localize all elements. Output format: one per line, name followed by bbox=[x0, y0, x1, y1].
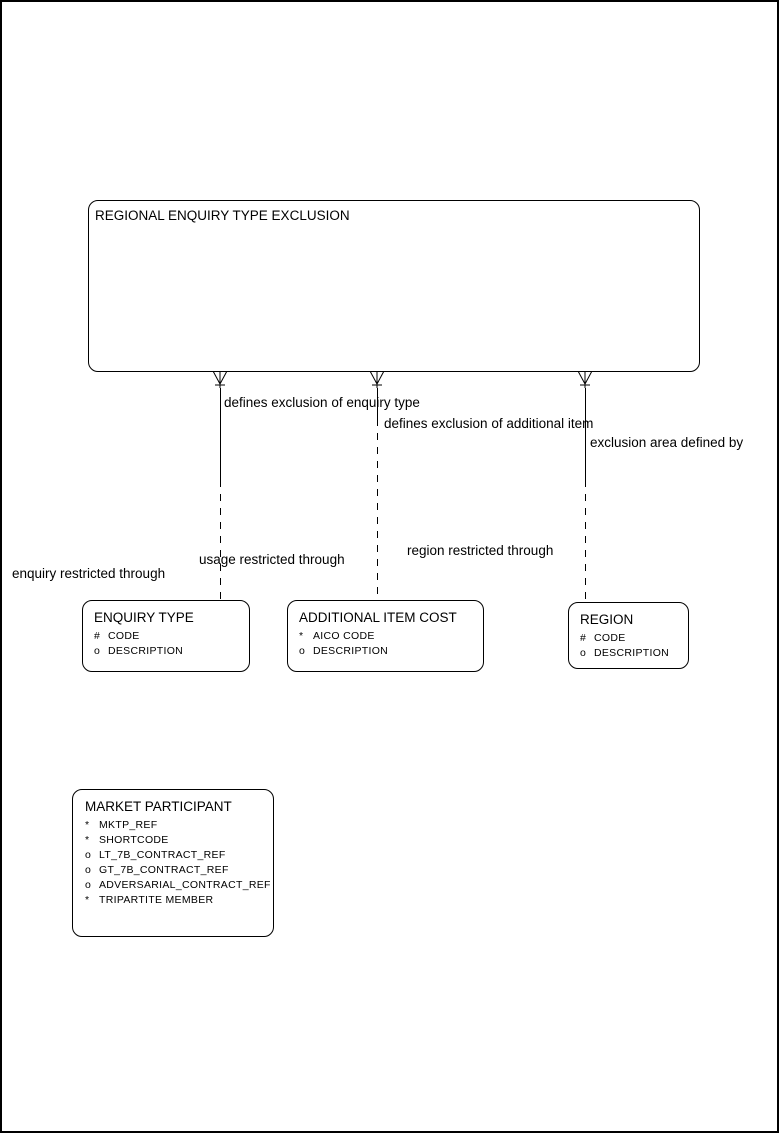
entity-title: MARKET PARTICIPANT bbox=[85, 799, 232, 814]
attribute-prefix: o bbox=[580, 647, 587, 659]
attribute-name: CODE bbox=[108, 630, 140, 642]
attribute-row: o GT_7B_CONTRACT_REF bbox=[85, 863, 273, 878]
crow-foot-many-icon bbox=[576, 370, 594, 393]
attribute-row: * TRIPARTITE MEMBER bbox=[85, 893, 273, 908]
attribute-prefix: * bbox=[299, 630, 304, 642]
entity-enquiry-type: ENQUIRY TYPE # CODE o DESCRIPTION bbox=[82, 600, 250, 672]
attribute-prefix: o bbox=[85, 879, 92, 891]
crow-foot-many-icon bbox=[211, 370, 229, 393]
attribute-prefix: o bbox=[299, 645, 306, 657]
attribute-list: # CODE o DESCRIPTION bbox=[580, 631, 688, 661]
relationship-line-dashed bbox=[585, 480, 586, 602]
attribute-row: # CODE bbox=[94, 629, 249, 644]
attribute-name: DESCRIPTION bbox=[108, 645, 184, 657]
attribute-prefix: # bbox=[580, 632, 587, 644]
attribute-name: LT_7B_CONTRACT_REF bbox=[99, 849, 226, 861]
attribute-prefix: o bbox=[94, 645, 101, 657]
entity-regional-enquiry-type-exclusion: REGIONAL ENQUIRY TYPE EXCLUSION bbox=[88, 200, 700, 372]
entity-title: ADDITIONAL ITEM COST bbox=[299, 610, 457, 625]
attribute-list: * MKTP_REF * SHORTCODE o LT_7B_CONTRACT_REF… bbox=[85, 818, 273, 908]
relationship-label-to: region restricted through bbox=[407, 543, 554, 559]
attribute-row: o DESCRIPTION bbox=[94, 644, 249, 659]
attribute-row: o LT_7B_CONTRACT_REF bbox=[85, 848, 273, 863]
entity-market-participant: MARKET PARTICIPANT * MKTP_REF * SHORTCODE … bbox=[72, 789, 274, 937]
attribute-prefix: * bbox=[85, 894, 90, 906]
attribute-prefix: * bbox=[85, 819, 90, 831]
relationship-label-to: usage restricted through bbox=[199, 552, 345, 567]
attribute-row: o DESCRIPTION bbox=[580, 646, 688, 661]
attribute-prefix: # bbox=[94, 630, 101, 642]
entity-title: ENQUIRY TYPE bbox=[94, 610, 194, 625]
attribute-name: CODE bbox=[594, 632, 626, 644]
entity-title: REGIONAL ENQUIRY TYPE EXCLUSION bbox=[95, 208, 350, 223]
attribute-name: ADVERSARIAL_CONTRACT_REF bbox=[99, 879, 271, 891]
attribute-row: o ADVERSARIAL_CONTRACT_REF bbox=[85, 878, 273, 893]
relationship-label-from: exclusion area defined by bbox=[590, 435, 744, 451]
relationship-label-to: enquiry restricted through bbox=[12, 566, 166, 582]
attribute-name: DESCRIPTION bbox=[313, 645, 389, 657]
attribute-list: # CODE o DESCRIPTION bbox=[94, 629, 249, 659]
relationship-line-dashed bbox=[377, 419, 378, 600]
attribute-row: * SHORTCODE bbox=[85, 833, 273, 848]
relationship-label-from: defines exclusion of additional item bbox=[384, 416, 594, 432]
entity-region: REGION # CODE o DESCRIPTION bbox=[568, 602, 689, 669]
relationship-line-solid bbox=[220, 388, 221, 480]
attribute-name: GT_7B_CONTRACT_REF bbox=[99, 864, 229, 876]
attribute-name: TRIPARTITE MEMBER bbox=[99, 894, 214, 906]
relationship-line-solid bbox=[585, 388, 586, 480]
attribute-name: AICO CODE bbox=[313, 630, 375, 642]
attribute-name: SHORTCODE bbox=[99, 834, 169, 846]
attribute-prefix: * bbox=[85, 834, 90, 846]
attribute-list: * AICO CODE o DESCRIPTION bbox=[299, 629, 483, 659]
attribute-prefix: o bbox=[85, 849, 92, 861]
attribute-row: o DESCRIPTION bbox=[299, 644, 483, 659]
attribute-name: MKTP_REF bbox=[99, 819, 158, 831]
attribute-prefix: o bbox=[85, 864, 92, 876]
entity-title: REGION bbox=[580, 612, 634, 627]
attribute-row: * MKTP_REF bbox=[85, 818, 273, 833]
relationship-label-from: defines exclusion of enquiry type bbox=[224, 395, 420, 411]
attribute-row: # CODE bbox=[580, 631, 688, 646]
attribute-name: DESCRIPTION bbox=[594, 647, 670, 659]
entity-additional-item-cost: ADDITIONAL ITEM COST * AICO CODE o DESCRIP… bbox=[287, 600, 484, 672]
attribute-row: * AICO CODE bbox=[299, 629, 483, 644]
relationship-line-dashed bbox=[220, 480, 221, 600]
relationship-line-solid bbox=[377, 388, 378, 419]
crow-foot-many-icon bbox=[368, 370, 386, 393]
